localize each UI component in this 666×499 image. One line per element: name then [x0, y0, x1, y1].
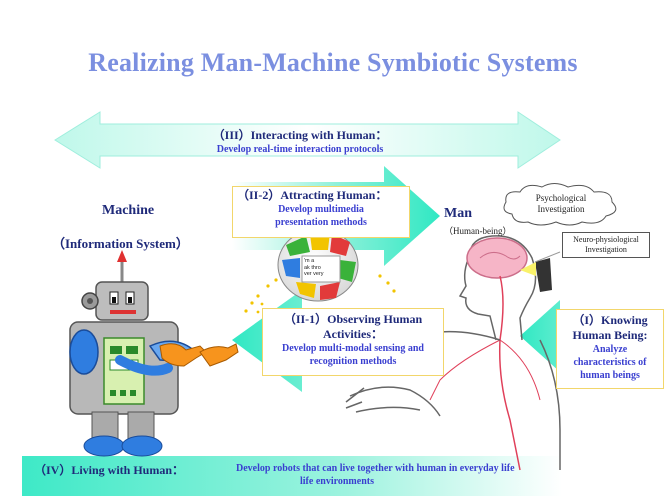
neuro-line2: Investigation [585, 245, 627, 254]
knowing-detail-3: human beings [580, 370, 640, 381]
globe-text: 'm a ak thro ver very [304, 258, 340, 278]
observing-heading-2: Activities： [323, 327, 383, 341]
man-label: Man [444, 206, 472, 221]
psych-cloud [503, 183, 617, 226]
globe-line1: 'm a [304, 258, 315, 264]
attracting-box: （II-2）Attracting Human： Develop multimed… [232, 186, 410, 238]
observing-detail-2: recognition methods [309, 356, 397, 367]
globe-line2: ak thro [304, 264, 321, 271]
observing-heading-1: （II-1）Observing Human [283, 312, 423, 326]
observing-detail-1: Develop multi-modal sensing and [282, 343, 424, 354]
attracting-heading: （II-2）Attracting Human： [237, 188, 388, 202]
machine-sublabel: （Information System） [52, 236, 189, 251]
living-detail: Develop robots that can live together wi… [218, 462, 558, 488]
interacting-heading: （III）Interacting with Human： [212, 128, 388, 142]
interacting-arrow [54, 111, 561, 169]
neuro-box: Neuro-physiological Investigation [562, 232, 650, 258]
knowing-heading-2: Human Being: [572, 328, 648, 342]
interacting-label: （III）Interacting with Human： Develop rea… [150, 128, 450, 156]
globe-line3: ver very [304, 271, 324, 277]
knowing-box: （I）Knowing Human Being: Analyze characte… [556, 309, 664, 389]
neuro-line1: Neuro-physiological [573, 235, 639, 244]
knowing-detail-1: Analyze [592, 344, 628, 355]
interacting-detail: Develop real-time interaction protocols [216, 144, 384, 155]
neuro-probe-icon [535, 258, 552, 292]
neuro-beam-icon [520, 262, 536, 276]
knowing-heading-1: （I）Knowing [572, 313, 648, 327]
globe-signal-dots [244, 274, 396, 314]
psych-line1: Psychological [535, 193, 587, 203]
machine-label: Machine [102, 203, 155, 218]
living-detail-1: Develop robots that can live together wi… [236, 463, 515, 474]
attracting-detail-1: Develop multimedia [278, 204, 364, 215]
observing-box: （II-1）Observing Human Activities： Develo… [262, 308, 444, 376]
human-illustration [345, 235, 561, 471]
living-band [22, 456, 562, 496]
attracting-detail-2: presentation methods [275, 217, 367, 228]
man-sublabel: （Human-being） [444, 226, 512, 236]
living-detail-2: life environments [300, 476, 374, 487]
page-title: Realizing Man-Machine Symbiotic Systems [88, 48, 578, 77]
psych-line2: Investigation [537, 204, 585, 214]
knowing-detail-2: characteristics of [573, 357, 647, 368]
robot-illustration [69, 250, 239, 457]
psych-cloud-text: Psychological Investigation [512, 193, 610, 215]
living-heading: （IV）Living with Human： [34, 463, 185, 477]
